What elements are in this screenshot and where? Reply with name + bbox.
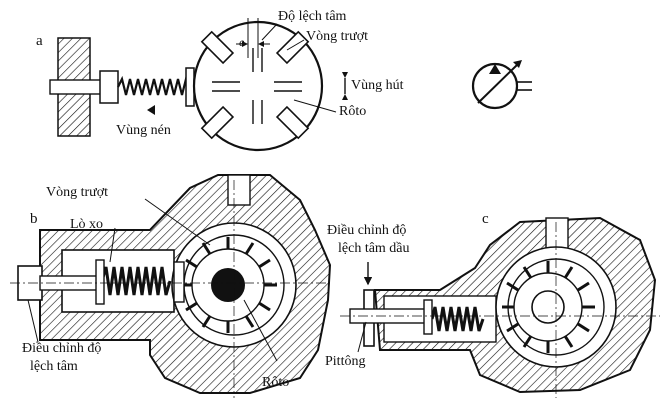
part-b-vanes (180, 237, 277, 333)
part-a-eccentricity-label: Độ lệch tâm (278, 9, 347, 24)
part-a-leader-ecc (261, 23, 278, 41)
part-b-spring (100, 266, 172, 296)
part-b-group (10, 174, 332, 398)
part-a-leader-rotor (293, 99, 337, 113)
part-a-rod (49, 79, 103, 95)
part-a-leader-ring (286, 39, 305, 51)
part-a-plate (185, 67, 195, 107)
part-b-rotor-label: Rôto (262, 375, 290, 390)
part-b-spring-label: Lò xo (70, 217, 104, 232)
part-c-spring (430, 306, 485, 332)
part-c-group (340, 216, 660, 398)
part-c-letter: c (482, 211, 489, 227)
part-c-adjust-label-2: lệch tâm dầu (338, 241, 410, 256)
part-a-pressure-arrow (147, 105, 155, 115)
part-b-adjust-label-2: lệch tâm (30, 359, 78, 374)
part-a-spring (117, 75, 191, 96)
part-a-ecc-symbol: e (239, 35, 245, 49)
part-c-vanes (502, 261, 595, 353)
part-a-slots (212, 48, 302, 124)
part-b-shaft (211, 268, 245, 302)
part-b-slide-ring-label: Vòng trượt (46, 185, 109, 200)
pump-symbol (471, 60, 532, 110)
part-a-vanes (200, 30, 310, 140)
part-a-slide-ring-label: Vòng trượt (306, 29, 369, 44)
part-a-letter: a (36, 33, 43, 49)
part-b-adjust-label-1: Điều chỉnh độ (22, 341, 102, 356)
part-a-nut (99, 70, 119, 104)
part-a-group (49, 18, 348, 152)
part-a-suction-arrow (342, 72, 348, 100)
part-b-letter: b (30, 211, 38, 227)
part-c-piston-label: Pittông (325, 354, 366, 369)
part-a-suction-label: Vùng hút (351, 78, 404, 93)
part-a-rotor-label: Rôto (339, 104, 367, 119)
part-c-adjust-label-1: Điều chỉnh độ (327, 223, 407, 238)
part-a-pressure-label: Vùng nén (116, 123, 171, 138)
